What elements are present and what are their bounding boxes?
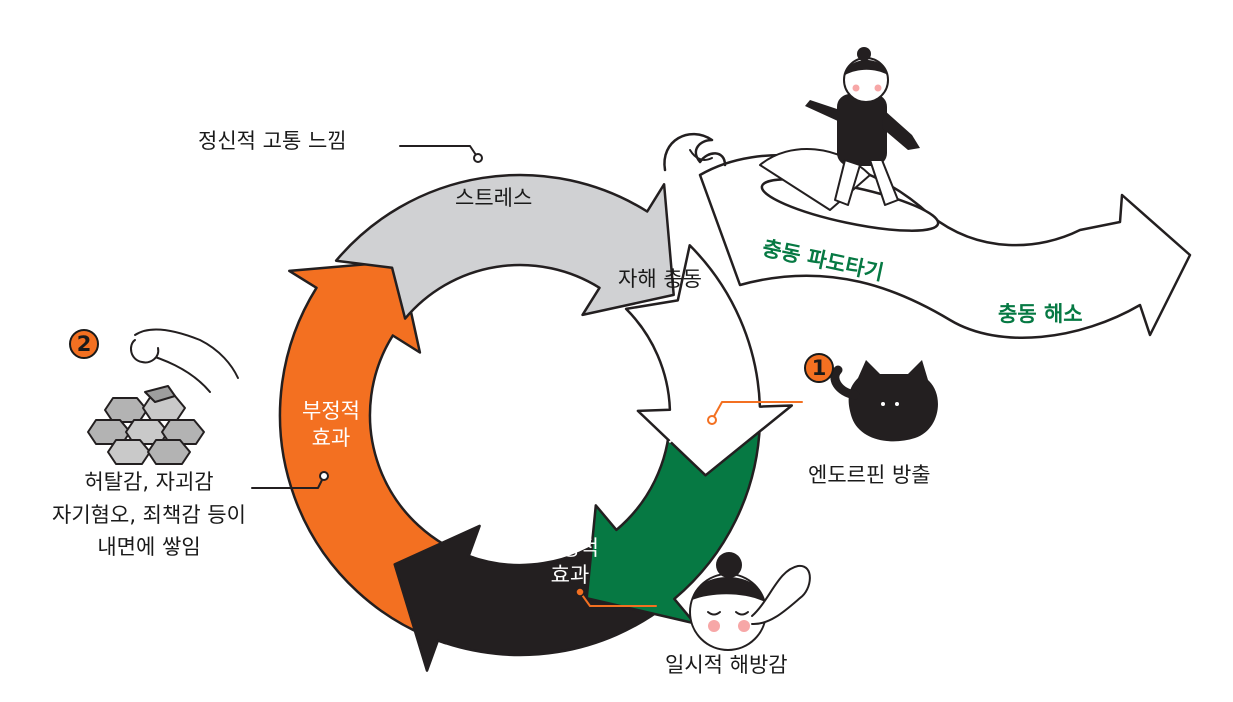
relief-leader-line [579, 591, 657, 607]
cat-body [848, 360, 938, 442]
girl-bun [716, 552, 742, 578]
negative-effect-arrow [278, 260, 475, 645]
cat-paw [830, 365, 860, 400]
relieved-girl-face-illustration [689, 552, 811, 651]
released-spirit [751, 564, 811, 626]
surfer-girl-illustration [759, 47, 940, 232]
black-cat-illustration [830, 360, 938, 442]
hand-stacking-rocks-illustration [129, 328, 239, 393]
girl-cheek-left [708, 620, 720, 632]
cat-eye-left [881, 402, 885, 406]
wetsuit-body [837, 94, 887, 166]
right-arm [882, 110, 920, 150]
selfharm-label: 자해 [668, 426, 707, 450]
surfer-cheek-right [874, 84, 882, 92]
surfer-hair [845, 60, 888, 75]
callout-lines [251, 145, 803, 607]
rock-6 [107, 439, 151, 465]
endorphin-label: 엔도르핀 방출 [808, 463, 931, 487]
selfharm-arrow [585, 418, 762, 625]
right-leg [869, 159, 899, 206]
relief-leader-dot [575, 587, 585, 597]
rock-7 [147, 439, 191, 465]
badge-one: 1 [804, 353, 834, 383]
urge-arrow [624, 244, 794, 477]
girl-hair [692, 577, 765, 602]
wave-icon [663, 132, 727, 172]
wave-icon-curl [689, 149, 713, 161]
wave-icon-crest [663, 132, 727, 172]
rock-top [144, 385, 176, 403]
badge-two: 2 [69, 329, 99, 359]
girl-cheek-right [738, 620, 750, 632]
stress-label: 스트레스 [455, 186, 533, 210]
left-leg [834, 159, 861, 206]
arm-upper-line [134, 328, 239, 379]
urge-release-label: 충동 해소 [998, 302, 1083, 326]
mental-pain-label: 정신적 고통 느낌 [198, 129, 347, 153]
surfer-cheek-left [852, 84, 860, 92]
relief-label: 일시적 해방감 [665, 653, 788, 677]
stacked-rocks-illustration [87, 385, 205, 465]
endorphin-leader-line [711, 401, 803, 421]
positive-effect-label: 긍정적 효과 [541, 536, 599, 588]
fist [129, 339, 160, 364]
girl-closed-eyes [707, 611, 749, 616]
inner-burden-label: 허탈감, 자괴감 자기혐오, 죄책감 등이 내면에 쌓임 [52, 470, 246, 560]
cat-eye-right [895, 402, 899, 406]
pain-leader-dot [473, 153, 483, 163]
urge-label: 자해 충동 [618, 267, 702, 291]
surfer-bun [857, 47, 871, 61]
burden-leader-dot [319, 471, 329, 481]
endorphin-leader-dot [707, 415, 717, 425]
cycle-ring [278, 173, 794, 672]
pain-leader-line [399, 145, 479, 159]
rock-1 [104, 397, 148, 423]
left-arm [805, 100, 840, 122]
negative-effect-label: 부정적 효과 [302, 399, 360, 451]
stress-arrow [334, 173, 675, 320]
